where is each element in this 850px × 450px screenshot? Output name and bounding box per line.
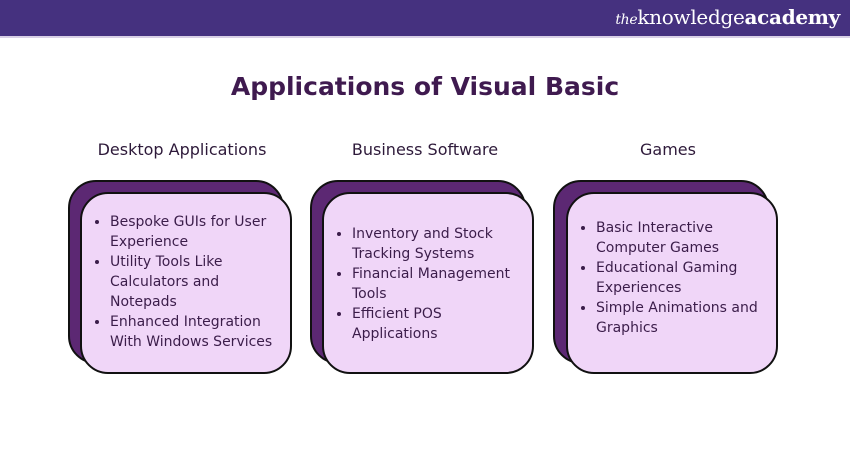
list-item: Simple Animations and Graphics [596,298,766,338]
logo-academy: academy [744,5,841,29]
logo-knowledge: knowledge [637,5,745,29]
list-item: Basic Interactive Computer Games [596,218,766,258]
list-item: Efficient POS Applications [352,304,522,344]
card: Basic Interactive Computer GamesEducatio… [566,192,778,374]
list-item: Utility Tools Like Calculators and Notep… [110,252,280,312]
column-heading: Business Software [351,140,499,159]
column-business-software: Business Software Inventory and Stock Tr… [305,140,545,374]
brand-logo: theknowledgeacademy [615,5,840,29]
page-title: Applications of Visual Basic [230,72,620,101]
card: Inventory and Stock Tracking SystemsFina… [322,192,534,374]
logo-the: the [615,12,638,28]
list-item: Bespoke GUIs for User Experience [110,212,280,252]
column-games: Games Basic Interactive Computer GamesEd… [548,140,788,374]
list-item: Financial Management Tools [352,264,522,304]
card: Bespoke GUIs for User ExperienceUtility … [80,192,292,374]
column-heading: Desktop Applications [97,140,267,159]
list-item: Enhanced Integration With Windows Servic… [110,312,280,352]
column-heading: Games [640,140,696,159]
header-bar: theknowledgeacademy [0,0,850,38]
list-item: Inventory and Stock Tracking Systems [352,224,522,264]
list-item: Educational Gaming Experiences [596,258,766,298]
column-desktop-applications: Desktop Applications Bespoke GUIs for Us… [62,140,302,374]
